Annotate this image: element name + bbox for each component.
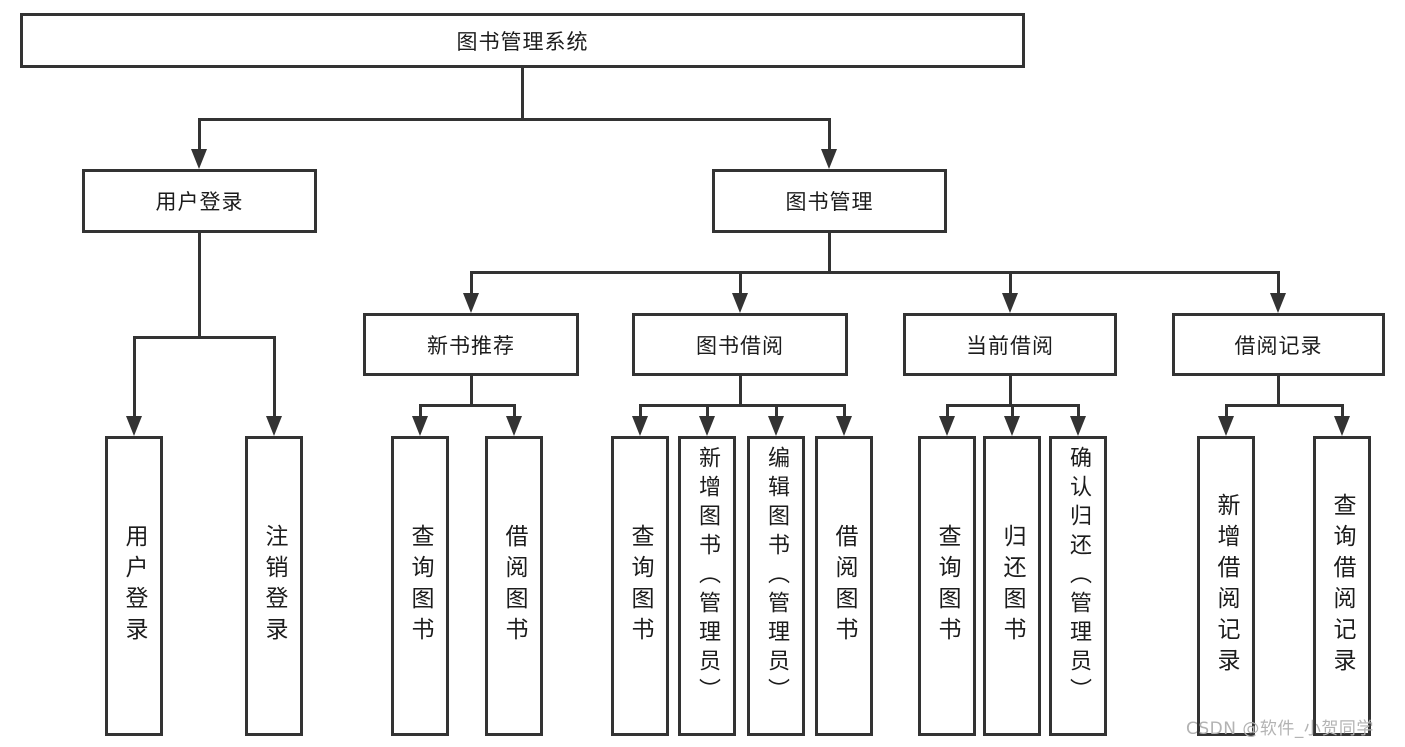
leaf-logout: 注销登录 — [245, 436, 303, 736]
arrow-icon — [126, 416, 142, 436]
leaf-records-add-record: 新增借阅记录 — [1197, 436, 1255, 736]
connector-manage-stem-3 — [1009, 271, 1012, 295]
connector-records-hline — [1225, 404, 1343, 407]
leaf-records-query-record-label: 查询借阅记录 — [1329, 493, 1355, 679]
connector-login-hline — [133, 336, 276, 339]
leaf-borrow-edit-books-admin: 编辑图书（管理员） — [747, 436, 805, 736]
arrow-icon — [836, 416, 852, 436]
leaf-borrow-borrow-books: 借阅图书 — [815, 436, 873, 736]
node-borrow-records-label: 借阅记录 — [1234, 333, 1323, 358]
connector-borrow-stem-2 — [706, 404, 709, 418]
connector-login-stem-2 — [273, 336, 276, 420]
connector-recommend-hline — [419, 404, 516, 407]
node-user-login-label: 用户登录 — [155, 190, 244, 214]
arrow-icon — [191, 149, 207, 169]
node-root-label: 图书管理系统 — [456, 29, 589, 54]
connector-current-stem-1 — [946, 404, 949, 418]
arrow-icon — [632, 416, 648, 436]
leaf-borrow-add-books-admin: 新增图书（管理员） — [678, 436, 736, 736]
leaf-current-return-books-label: 归还图书 — [999, 524, 1025, 648]
node-root: 图书管理系统 — [20, 13, 1025, 68]
connector-manage-stem-4 — [1277, 271, 1280, 295]
leaf-recommend-borrow-books: 借阅图书 — [485, 436, 543, 736]
connector-login-vline — [198, 233, 201, 339]
leaf-recommend-query-books: 查询图书 — [391, 436, 449, 736]
leaf-records-add-record-label: 新增借阅记录 — [1213, 493, 1239, 679]
leaf-records-query-record: 查询借阅记录 — [1313, 436, 1371, 736]
leaf-user-login-label: 用户登录 — [121, 524, 147, 648]
node-book-manage: 图书管理 — [712, 169, 947, 233]
arrow-icon — [1002, 293, 1018, 313]
node-new-book-recommend-label: 新书推荐 — [427, 333, 515, 358]
connector-borrow-stem-4 — [843, 404, 846, 418]
arrow-icon — [1334, 416, 1350, 436]
arrow-icon — [1004, 416, 1020, 436]
node-book-borrow: 图书借阅 — [632, 313, 848, 376]
arrow-icon — [1270, 293, 1286, 313]
node-new-book-recommend: 新书推荐 — [363, 313, 579, 376]
leaf-user-login: 用户登录 — [105, 436, 163, 736]
leaf-logout-label: 注销登录 — [261, 524, 287, 648]
connector-current-vline — [1009, 376, 1012, 407]
csdn-watermark: CSDN @软件_小贺同学 — [1186, 719, 1374, 739]
leaf-borrow-edit-books-admin-label: 编辑图书（管理员） — [764, 446, 789, 707]
connector-records-stem-2 — [1341, 404, 1344, 418]
connector-login-stem-1 — [133, 336, 136, 420]
connector-records-vline — [1277, 376, 1280, 407]
connector-root-vline — [521, 68, 524, 120]
leaf-recommend-borrow-books-label: 借阅图书 — [501, 524, 527, 648]
node-book-borrow-label: 图书借阅 — [696, 333, 784, 358]
arrow-icon — [1070, 416, 1086, 436]
connector-current-stem-3 — [1077, 404, 1080, 418]
leaf-current-confirm-return-admin-label: 确认归还（管理员） — [1066, 446, 1091, 707]
connector-current-stem-2 — [1011, 404, 1014, 418]
connector-records-stem-1 — [1225, 404, 1228, 418]
connector-root-stem-login — [198, 118, 201, 152]
arrow-icon — [768, 416, 784, 436]
leaf-current-confirm-return-admin: 确认归还（管理员） — [1049, 436, 1107, 736]
leaf-borrow-query-books-label: 查询图书 — [627, 524, 653, 648]
node-user-login: 用户登录 — [82, 169, 317, 233]
arrow-icon — [939, 416, 955, 436]
arrow-icon — [1218, 416, 1234, 436]
connector-root-stem-manage — [828, 118, 831, 152]
connector-recommend-stem-1 — [419, 404, 422, 418]
connector-borrow-vline — [739, 376, 742, 407]
connector-manage-hline — [470, 271, 1279, 274]
connector-borrow-stem-3 — [775, 404, 778, 418]
leaf-borrow-query-books: 查询图书 — [611, 436, 669, 736]
connector-recommend-vline — [470, 376, 473, 407]
arrow-icon — [821, 149, 837, 169]
arrow-icon — [699, 416, 715, 436]
leaf-current-query-books-label: 查询图书 — [934, 524, 960, 648]
node-book-manage-label: 图书管理 — [785, 190, 874, 214]
connector-manage-stem-2 — [739, 271, 742, 295]
leaf-recommend-query-books-label: 查询图书 — [407, 524, 433, 648]
connector-borrow-stem-1 — [639, 404, 642, 418]
connector-recommend-stem-2 — [513, 404, 516, 418]
connector-manage-vline — [828, 233, 831, 274]
arrow-icon — [732, 293, 748, 313]
leaf-current-query-books: 查询图书 — [918, 436, 976, 736]
arrow-icon — [506, 416, 522, 436]
arrow-icon — [266, 416, 282, 436]
leaf-borrow-add-books-admin-label: 新增图书（管理员） — [695, 446, 720, 707]
arrow-icon — [412, 416, 428, 436]
node-borrow-records: 借阅记录 — [1172, 313, 1385, 376]
leaf-current-return-books: 归还图书 — [983, 436, 1041, 736]
arrow-icon — [463, 293, 479, 313]
leaf-borrow-borrow-books-label: 借阅图书 — [831, 524, 857, 648]
connector-manage-stem-1 — [470, 271, 473, 295]
node-current-borrow-label: 当前借阅 — [966, 333, 1054, 358]
connector-root-hline — [198, 118, 831, 121]
node-current-borrow: 当前借阅 — [903, 313, 1117, 376]
connector-borrow-hline — [639, 404, 845, 407]
